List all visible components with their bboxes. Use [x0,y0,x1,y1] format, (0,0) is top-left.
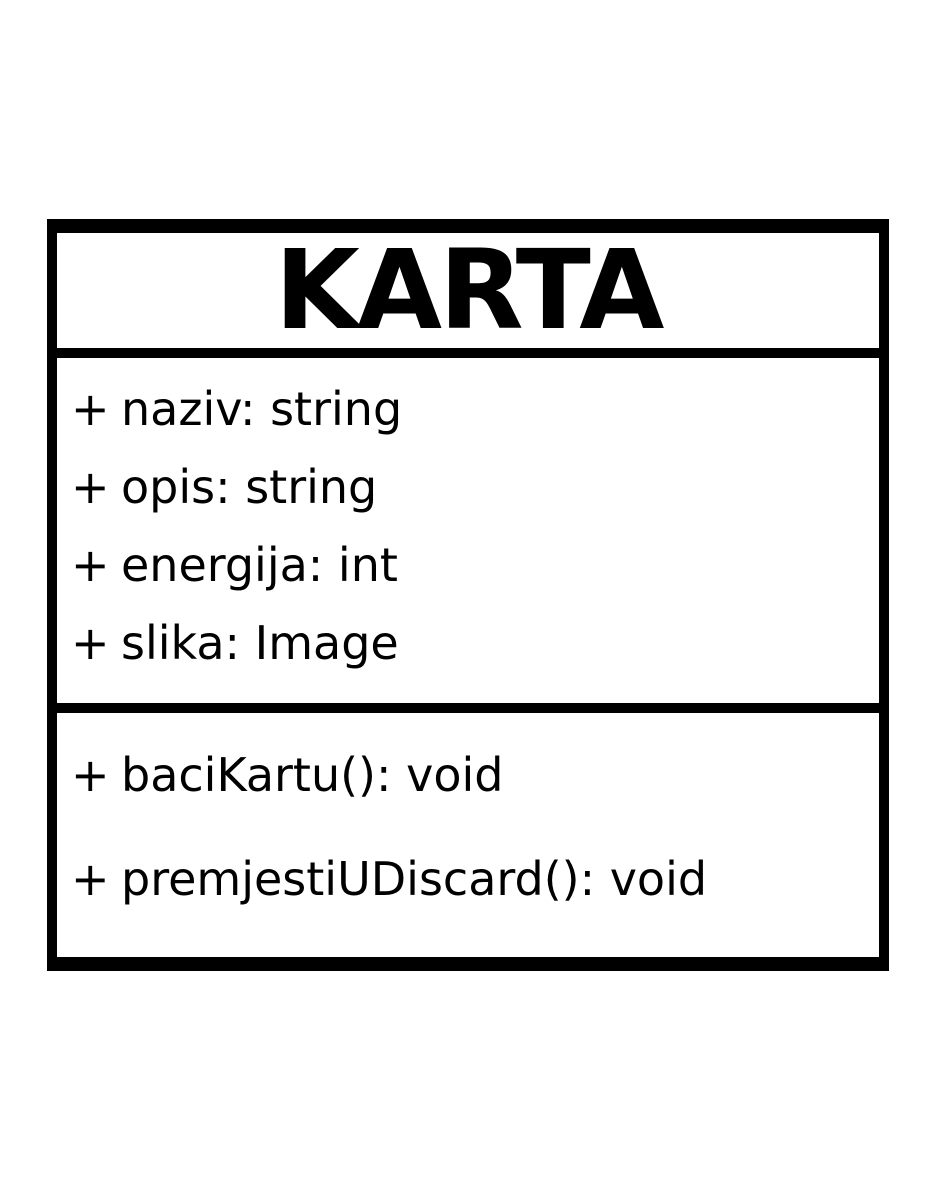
method-row: +baciKartu(): void [71,747,503,803]
attribute-row: +naziv: string [71,381,402,437]
name-divider [57,348,879,358]
visibility-marker: + [71,460,110,514]
attribute-text: opis: string [121,460,378,514]
attribute-row: +opis: string [71,459,377,515]
attribute-row: +energija: int [71,537,398,593]
attributes-divider [57,703,879,713]
class-name: KARTA [274,226,665,354]
visibility-marker: + [71,382,110,436]
visibility-marker: + [71,616,110,670]
attribute-text: energija: int [121,538,398,592]
method-text: baciKartu(): void [121,748,504,802]
attribute-text: naziv: string [121,382,403,436]
uml-class-box: KARTA +naziv: string +opis: string +ener… [47,219,889,971]
visibility-marker: + [71,748,110,802]
visibility-marker: + [71,852,110,906]
method-text: premjestiUDiscard(): void [121,852,708,906]
attribute-row: +slika: Image [71,615,399,671]
method-row: +premjestiUDiscard(): void [71,851,707,907]
attribute-text: slika: Image [121,616,399,670]
visibility-marker: + [71,538,110,592]
